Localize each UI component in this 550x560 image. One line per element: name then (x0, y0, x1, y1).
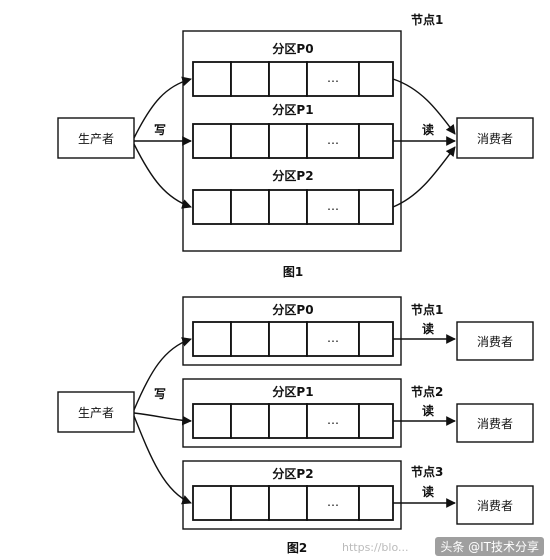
queue-cell (230, 189, 270, 225)
queue-cell (268, 61, 308, 97)
figure-1: 节点1 生产者 消费者 分区P0 … 分区P1 … 分区P2 (57, 12, 534, 279)
queue-cell (358, 123, 394, 159)
queue-cell (358, 485, 394, 521)
fig2-consumer3-box (456, 485, 534, 525)
queue-cell (230, 321, 270, 357)
queue-cell (230, 61, 270, 97)
queue-ellipsis: … (327, 413, 339, 427)
queue-cell (192, 403, 232, 439)
fig2-producer-box (57, 391, 135, 433)
fig2-node1-label: 节点1 (411, 302, 443, 317)
faint-url-watermark: https://blo... (342, 541, 409, 554)
fig2-caption: 图2 (287, 541, 307, 555)
queue-ellipsis: … (327, 71, 339, 85)
fig1-read-arrow-p0 (392, 78, 456, 135)
fig1-read-arrow-p2 (392, 146, 456, 208)
queue-ellipsis: … (327, 495, 339, 509)
fig2-partition-p0-queue: … (192, 321, 394, 357)
fig1-partition-p2-label: 分区P2 (272, 168, 313, 183)
fig1-caption: 图1 (283, 265, 303, 279)
queue-cell (268, 123, 308, 159)
queue-ellipsis: … (327, 331, 339, 345)
queue-cell (192, 61, 232, 97)
fig1-write-arrow-p0 (133, 76, 192, 139)
fig2-partition-p2-label: 分区P2 (272, 466, 313, 481)
fig2-read-label-2: 读 (422, 403, 434, 418)
queue-cell (230, 403, 270, 439)
fig1-node-label: 节点1 (411, 12, 443, 27)
queue-cell (268, 189, 308, 225)
queue-cell (306, 403, 360, 439)
fig1-consumer-box (456, 117, 534, 159)
fig2-write-arrow-p1 (133, 412, 192, 426)
fig2-consumer1-box (456, 321, 534, 361)
queue-cell (192, 321, 232, 357)
fig2-node2-label: 节点2 (411, 384, 443, 399)
queue-cell (306, 123, 360, 159)
fig1-partition-p2-queue: … (192, 189, 394, 225)
queue-cell (230, 485, 270, 521)
queue-cell (358, 189, 394, 225)
fig2-consumer3-label: 消费者 (477, 499, 513, 513)
fig1-write-arrow-p2 (133, 143, 192, 209)
fig2-partition-p2-queue: … (192, 485, 394, 521)
fig1-producer-label: 生产者 (78, 132, 114, 146)
queue-cell (192, 189, 232, 225)
queue-cell (192, 485, 232, 521)
fig1-partition-p0-label: 分区P0 (272, 41, 313, 56)
fig1-partition-p1-queue: … (192, 123, 394, 159)
fig2-consumer1-label: 消费者 (477, 335, 513, 349)
fig2-write-arrow-p2 (133, 415, 192, 505)
queue-ellipsis: … (327, 199, 339, 213)
fig2-consumer2-label: 消费者 (477, 417, 513, 431)
fig2-partition-p1-queue: … (192, 403, 394, 439)
fig1-producer-box (57, 117, 135, 159)
source-watermark: 头条 @IT技术分享 (435, 537, 544, 556)
fig2-write-label: 写 (154, 387, 166, 401)
fig2-node3-label: 节点3 (411, 464, 443, 479)
fig2-producer-label: 生产者 (78, 406, 114, 420)
queue-cell (306, 189, 360, 225)
queue-cell (358, 61, 394, 97)
fig2-partition-p1-label: 分区P1 (272, 384, 313, 399)
queue-ellipsis: … (327, 133, 339, 147)
queue-cell (230, 123, 270, 159)
fig2-read-label-1: 读 (422, 321, 434, 336)
figure-2: 生产者 分区P0 … 节点1 读 消费者 分区P1 … 节点2 读 (57, 296, 534, 555)
fig1-consumer-label: 消费者 (477, 132, 513, 146)
fig2-read-label-3: 读 (422, 484, 434, 499)
queue-cell (358, 321, 394, 357)
fig2-partition-p0-label: 分区P0 (272, 302, 313, 317)
fig1-write-label: 写 (154, 123, 166, 137)
queue-cell (358, 403, 394, 439)
queue-cell (268, 485, 308, 521)
fig1-partition-p0-queue: … (192, 61, 394, 97)
fig2-write-arrow-p0 (133, 337, 192, 411)
queue-cell (268, 321, 308, 357)
fig1-partition-p1-label: 分区P1 (272, 102, 313, 117)
queue-cell (268, 403, 308, 439)
fig1-read-label: 读 (422, 122, 434, 137)
queue-cell (192, 123, 232, 159)
fig2-consumer2-box (456, 403, 534, 443)
